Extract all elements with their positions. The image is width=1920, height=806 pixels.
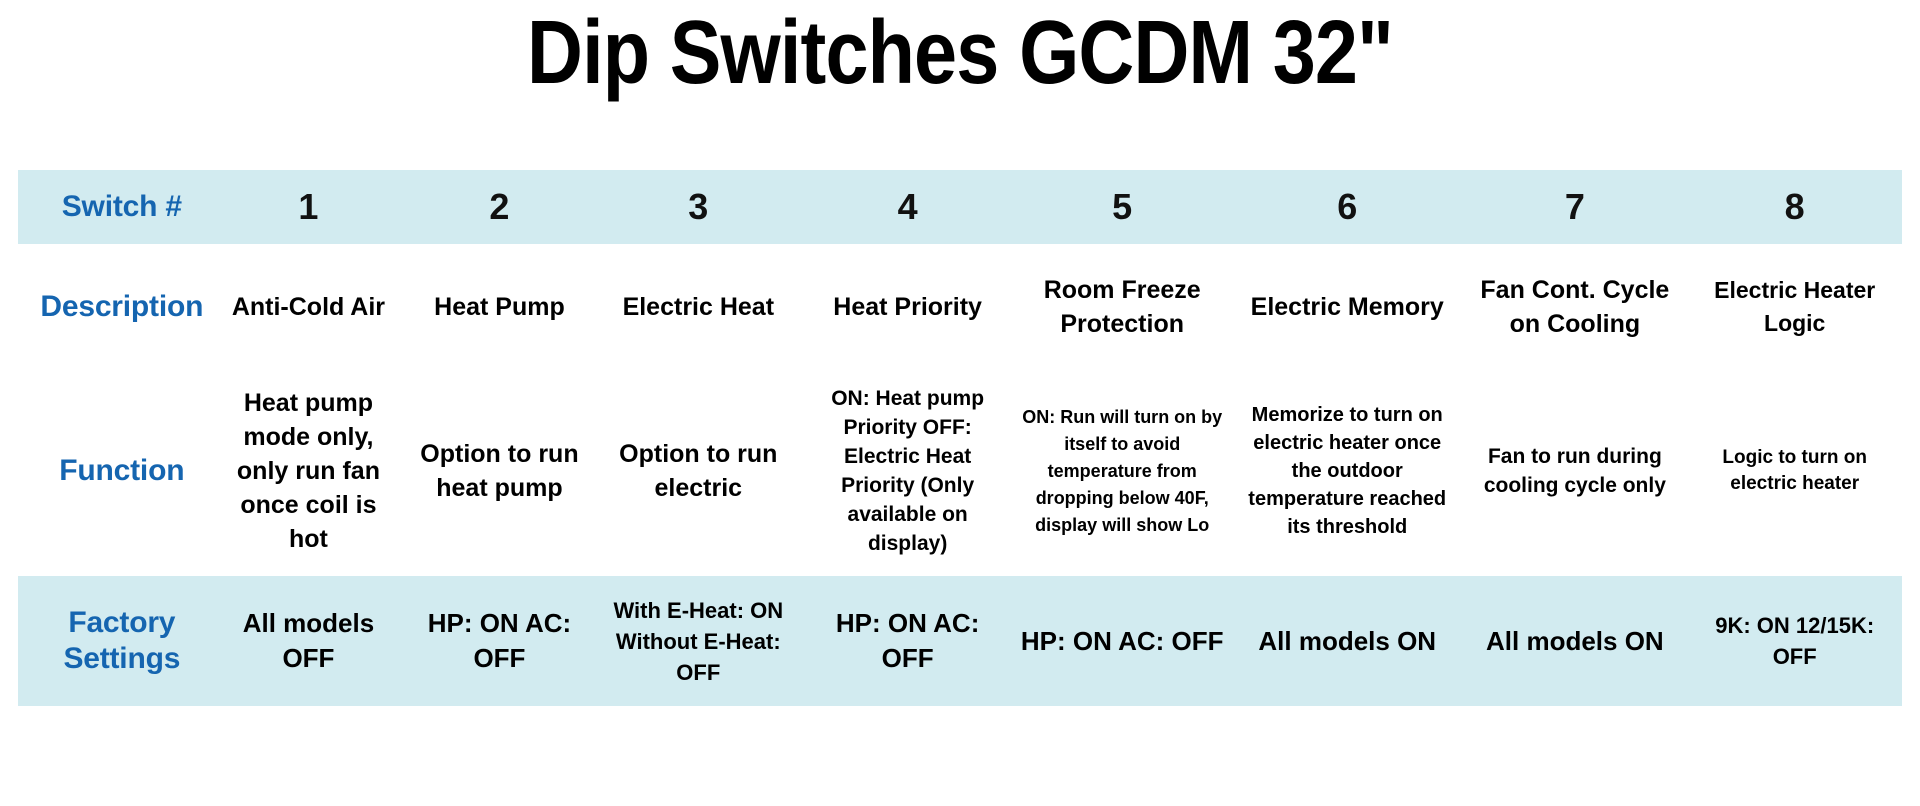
factory-setting-3: With E-Heat: ON Without E-Heat: OFF: [613, 597, 784, 685]
function-4: ON: Heat pump Priority OFF: Electric Hea…: [831, 387, 985, 555]
description-8: Electric Heater Logic: [1714, 277, 1876, 336]
function-8: Logic to turn on electric heater: [1722, 447, 1867, 494]
function-2: Option to run heat pump: [420, 440, 579, 502]
row-label-description: Description: [40, 290, 204, 323]
page-title: Dip Switches GCDM 32": [527, 3, 1394, 103]
factory-setting-8: 9K: ON 12/15K: OFF: [1715, 613, 1875, 669]
function-1: Heat pump mode only, only run fan once c…: [236, 389, 380, 553]
factory-setting-7: All models ON: [1486, 625, 1664, 656]
table-row-switch-number: Switch # 1 2 3 4 5 6 7 8: [18, 170, 1902, 244]
description-4: Heat Priority: [833, 293, 982, 321]
table-row-factory-settings: Factory Settings All models OFF HP: ON A…: [18, 576, 1902, 706]
row-label-factory-settings: Factory Settings: [18, 576, 212, 706]
description-5: Room Freeze Protection: [1043, 276, 1201, 338]
factory-label-line2: Settings: [63, 642, 181, 675]
dip-switch-table: Switch # 1 2 3 4 5 6 7 8 Description Ant…: [18, 170, 1902, 706]
factory-label-line1: Factory: [68, 606, 176, 639]
table-row-description: Description Anti-Cold Air Heat Pump Elec…: [18, 244, 1902, 366]
switch-number-4: 4: [897, 186, 918, 227]
row-label-switch-number: Switch #: [61, 190, 182, 223]
function-6: Memorize to turn on electric heater once…: [1248, 404, 1447, 538]
factory-setting-4: HP: ON AC: OFF: [835, 608, 980, 673]
description-2: Heat Pump: [434, 293, 565, 321]
table-row-function: Function Heat pump mode only, only run f…: [18, 366, 1902, 576]
factory-setting-1: All models OFF: [242, 608, 375, 673]
description-6: Electric Memory: [1250, 293, 1444, 321]
switch-number-3: 3: [688, 186, 709, 227]
switch-number-8: 8: [1784, 186, 1805, 227]
description-3: Electric Heat: [622, 293, 775, 321]
function-3: Option to run electric: [619, 440, 778, 502]
switch-number-2: 2: [489, 186, 510, 227]
factory-setting-6: All models ON: [1258, 625, 1437, 656]
description-7: Fan Cont. Cycle on Cooling: [1480, 276, 1670, 338]
switch-number-7: 7: [1564, 186, 1585, 227]
function-5: ON: Run will turn on by itself to avoid …: [1022, 406, 1223, 535]
factory-setting-5: HP: ON AC: OFF: [1020, 625, 1224, 656]
factory-setting-2: HP: ON AC: OFF: [427, 608, 572, 673]
function-7: Fan to run during cooling cycle only: [1483, 445, 1666, 497]
switch-number-1: 1: [298, 186, 319, 227]
description-1: Anti-Cold Air: [231, 293, 386, 321]
switch-number-6: 6: [1337, 186, 1358, 227]
switch-number-5: 5: [1112, 186, 1133, 227]
row-label-function: Function: [59, 454, 185, 487]
